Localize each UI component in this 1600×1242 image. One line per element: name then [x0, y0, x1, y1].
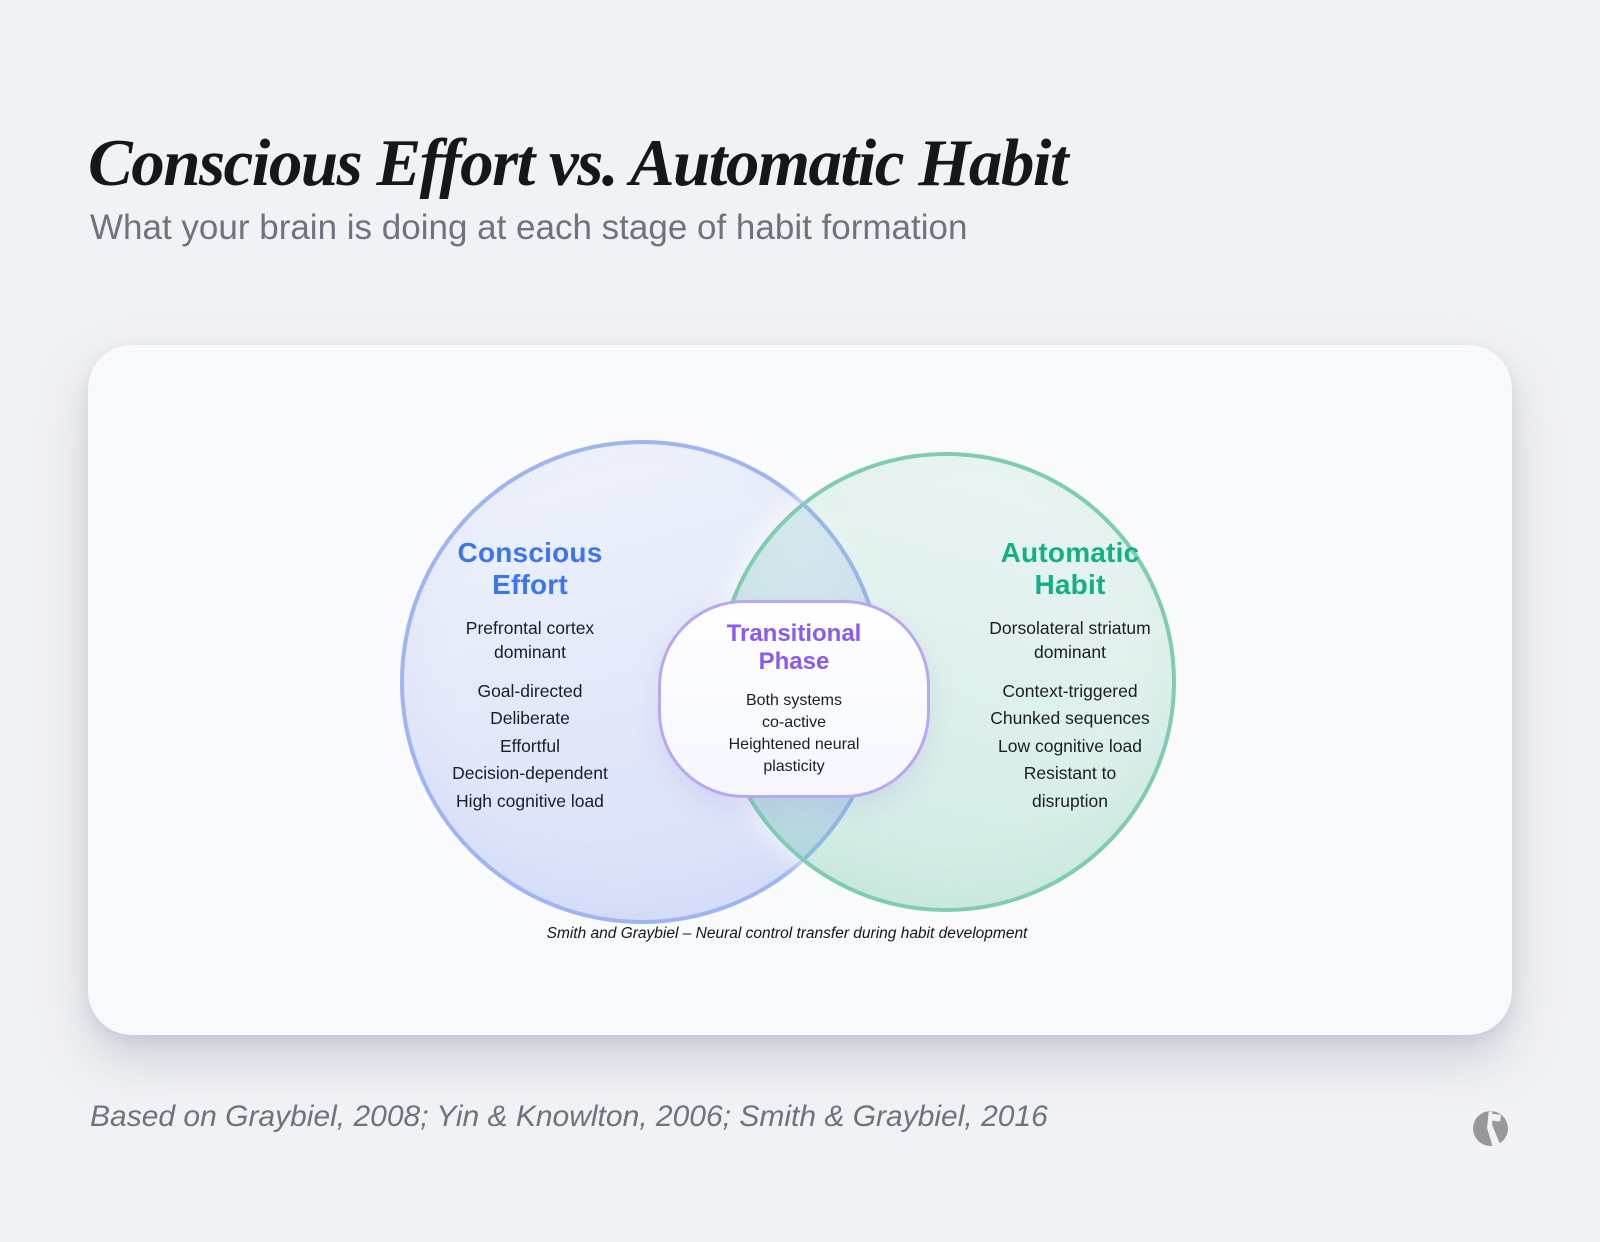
brand-logo-icon — [1473, 1111, 1508, 1147]
list-item: Deliberate — [490, 708, 570, 729]
list-item: Low cognitive load — [998, 735, 1142, 756]
list-item: Decision-dependent — [452, 763, 608, 784]
sources-footnote: Based on Graybiel, 2008; Yin & Knowlton,… — [90, 1100, 1048, 1133]
list-item: Effortful — [499, 735, 560, 756]
automatic-habit-group: Automatic Habit Dorsolateral striatum do… — [920, 537, 1220, 815]
list-item: Goal-directed — [477, 680, 583, 701]
automatic-habit-title: Automatic Habit — [1000, 537, 1140, 600]
transitional-phase-items: Both systems co-active Heightened neural… — [729, 690, 860, 778]
list-item: Both systems co-active — [745, 692, 842, 732]
list-item: Heightened neural plasticity — [728, 736, 860, 776]
transitional-phase-overlap: Transitional Phase Both systems co-activ… — [658, 600, 930, 798]
conscious-effort-subtitle: Prefrontal cortex dominant — [465, 618, 595, 663]
list-item: Chunked sequences — [990, 708, 1150, 729]
conscious-effort-title: Conscious Effort — [457, 537, 603, 600]
page-subtitle: What your brain is doing at each stage o… — [90, 208, 968, 247]
automatic-habit-subtitle: Dorsolateral striatum dominant — [989, 618, 1151, 663]
page-title: Conscious Effort vs. Automatic Habit — [88, 125, 1069, 200]
diagram-caption: Smith and Graybiel – Neural control tran… — [546, 925, 1028, 942]
transitional-phase-title: Transitional Phase — [726, 619, 862, 675]
conscious-effort-group: Conscious Effort Prefrontal cortex domin… — [380, 537, 680, 815]
conscious-effort-items: Goal-directed Deliberate Effortful Decis… — [452, 678, 608, 816]
list-item: Resistant to disruption — [1023, 763, 1117, 811]
automatic-habit-items: Context-triggered Chunked sequences Low … — [990, 678, 1150, 816]
list-item: Context-triggered — [1002, 680, 1138, 701]
list-item: High cognitive load — [456, 790, 604, 811]
venn-diagram-card: Conscious Effort Prefrontal cortex domin… — [88, 345, 1512, 1035]
